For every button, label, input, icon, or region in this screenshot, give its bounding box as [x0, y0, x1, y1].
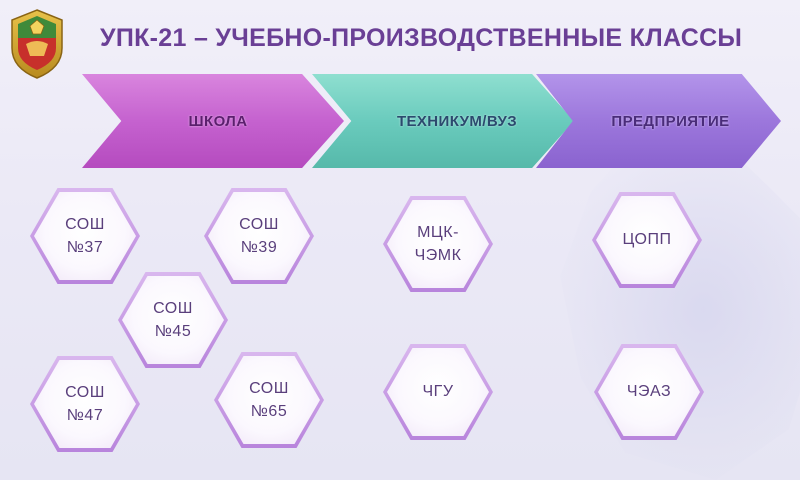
- stage-enterprise-label: ПРЕДПРИЯТИЕ: [611, 112, 730, 130]
- page-title: УПК-21 – УЧЕБНО-ПРОИЗВОДСТВЕННЫЕ КЛАССЫ: [100, 24, 743, 52]
- stage-college-label: ТЕХНИКУМ/ВУЗ: [396, 112, 518, 130]
- enterprise-hex-cheaz-inner: ЧЭАЗ: [598, 348, 700, 436]
- school-hex-45-inner: СОШ №45: [122, 276, 224, 364]
- school-hex-45[interactable]: СОШ №45: [118, 272, 228, 368]
- college-label: ЧГУ: [422, 383, 454, 401]
- school-label: СОШ №65: [249, 379, 289, 420]
- school-label: СОШ №37: [65, 215, 105, 256]
- college-hex-chgu-inner: ЧГУ: [387, 348, 489, 436]
- school-hex-47[interactable]: СОШ №47: [30, 356, 140, 452]
- school-hex-37-inner: СОШ №37: [34, 192, 136, 280]
- enterprise-label: ЦОПП: [622, 231, 672, 249]
- college-label: МЦК- ЧЭМК: [414, 223, 462, 264]
- enterprise-hex-copp-inner: ЦОПП: [596, 196, 698, 284]
- stage-school-arrow: ШКОЛА: [82, 74, 344, 168]
- college-hex-mck-chemk[interactable]: МЦК- ЧЭМК: [383, 196, 493, 292]
- school-hex-39-inner: СОШ №39: [208, 192, 310, 280]
- stage-school-label: ШКОЛА: [188, 112, 248, 130]
- school-hex-65[interactable]: СОШ №65: [214, 352, 324, 448]
- college-hex-chgu[interactable]: ЧГУ: [383, 344, 493, 440]
- school-hex-47-inner: СОШ №47: [34, 360, 136, 448]
- school-hex-37[interactable]: СОШ №37: [30, 188, 140, 284]
- school-label: СОШ №45: [153, 299, 193, 340]
- school-hex-39[interactable]: СОШ №39: [204, 188, 314, 284]
- college-hex-mck-chemk-inner: МЦК- ЧЭМК: [387, 200, 489, 288]
- school-label: СОШ №39: [239, 215, 279, 256]
- chuvashia-emblem-icon: [8, 8, 66, 80]
- school-hex-65-inner: СОШ №65: [218, 356, 320, 444]
- school-label: СОШ №47: [65, 383, 105, 424]
- stage-college-arrow: ТЕХНИКУМ/ВУЗ: [312, 74, 574, 168]
- stage-enterprise-arrow: ПРЕДПРИЯТИЕ: [536, 74, 781, 168]
- enterprise-label: ЧЭАЗ: [626, 383, 672, 401]
